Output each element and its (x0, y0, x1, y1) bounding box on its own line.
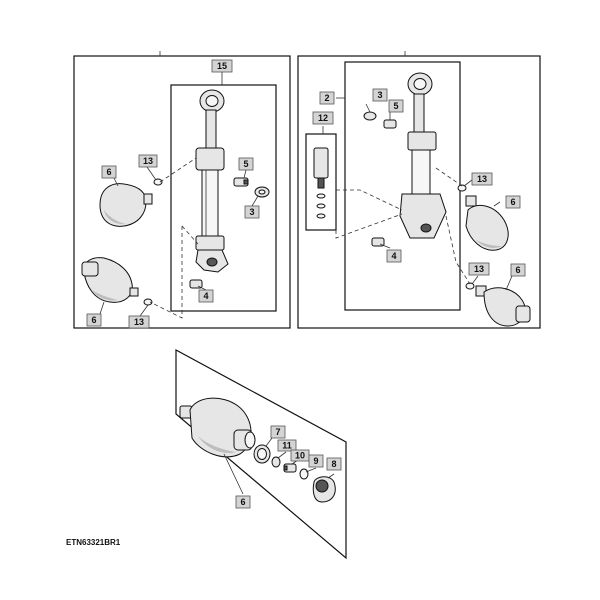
right-panel-frame (297, 55, 541, 329)
figure-id-label: ETN63321BR1 (66, 538, 121, 547)
svg-text:11: 11 (282, 441, 292, 451)
o-ring-upper-right (457, 184, 467, 192)
right-inner-frame (344, 61, 461, 311)
callout-8: 8 (326, 457, 342, 471)
callout-7: 7 (270, 425, 286, 439)
callout-6: 6 (86, 313, 102, 327)
svg-text:2: 2 (324, 93, 329, 103)
svg-text:13: 13 (134, 317, 144, 327)
callout-3: 3 (244, 205, 260, 219)
callout-6: 6 (510, 263, 526, 277)
svg-text:13: 13 (477, 174, 487, 184)
fitting-5-right (383, 119, 397, 129)
callout-5: 5 (238, 157, 254, 171)
screw-10 (283, 463, 297, 473)
o-ring-upper-left (153, 178, 163, 186)
left-panel (73, 51, 291, 329)
fitting-4-left (189, 279, 203, 289)
svg-text:3: 3 (377, 90, 382, 100)
svg-text:15: 15 (217, 61, 227, 71)
right-panel (297, 51, 541, 329)
callout-12: 12 (312, 111, 334, 125)
svg-text:3: 3 (249, 207, 254, 217)
svg-text:7: 7 (275, 427, 280, 437)
callout-6: 6 (101, 165, 117, 179)
seal-11 (271, 456, 281, 468)
valve-detail-frame (305, 133, 337, 231)
valve-12 (313, 147, 329, 219)
bottom-panel-frame (175, 348, 347, 560)
svg-text:4: 4 (391, 251, 396, 261)
accumulator-upper-right (465, 195, 509, 251)
svg-text:12: 12 (318, 113, 328, 123)
callout-2: 2 (319, 91, 335, 105)
callout-11: 11 (277, 439, 297, 452)
svg-text:5: 5 (243, 159, 248, 169)
svg-text:8: 8 (331, 459, 336, 469)
svg-text:13: 13 (143, 156, 153, 166)
cap-8 (312, 476, 336, 503)
callout-6: 6 (235, 495, 251, 509)
bottom-panel (175, 348, 347, 560)
callout-13: 13 (138, 154, 158, 168)
ring-9 (299, 468, 309, 480)
callout-4: 4 (386, 249, 402, 263)
callout-9: 9 (308, 454, 324, 468)
svg-text:5: 5 (393, 101, 398, 111)
clip-3-right (363, 111, 377, 121)
svg-text:9: 9 (313, 456, 318, 466)
clip-3-left (254, 186, 270, 198)
svg-text:13: 13 (474, 264, 484, 274)
svg-text:4: 4 (203, 291, 208, 301)
callout-5: 5 (388, 99, 404, 113)
svg-text:6: 6 (240, 497, 245, 507)
left-panel-frame (73, 55, 291, 329)
accumulator-bottom (179, 397, 256, 458)
fitting-5-left (233, 177, 249, 187)
svg-text:6: 6 (91, 315, 96, 325)
svg-text:6: 6 (510, 197, 515, 207)
accumulator-lower-left (81, 257, 139, 303)
callout-4: 4 (198, 289, 214, 303)
svg-text:10: 10 (295, 451, 305, 461)
accumulator-upper-left (99, 183, 153, 227)
callouts: 15 13 6 5 3 4 6 13 2 3 5 12 13 6 4 13 6 … (86, 59, 526, 509)
callout-10: 10 (290, 449, 310, 462)
o-ring-7 (253, 444, 271, 464)
hydraulic-cylinder-right (399, 72, 447, 239)
callout-6: 6 (505, 195, 521, 209)
callout-13: 13 (471, 172, 493, 186)
svg-text:6: 6 (106, 167, 111, 177)
hydraulic-cylinder-left (195, 89, 229, 273)
accumulator-lower-right (475, 285, 531, 327)
callout-15: 15 (211, 59, 233, 73)
left-inner-frame (170, 84, 277, 312)
callout-13: 13 (468, 262, 490, 276)
svg-text:6: 6 (515, 265, 520, 275)
callout-3: 3 (372, 88, 388, 102)
callout-13: 13 (128, 315, 150, 329)
o-ring-lower-right (465, 282, 475, 290)
